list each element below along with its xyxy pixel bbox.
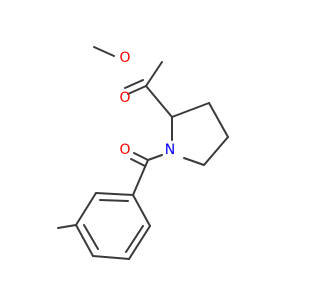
bond-n-amide xyxy=(147,154,163,161)
bond-amide-double-b xyxy=(130,158,146,167)
bond-ar-2 xyxy=(128,225,151,260)
bond-ar-5 xyxy=(75,192,97,226)
atom-label-ring-n: N xyxy=(165,142,175,158)
bond-carbonyl-c2 xyxy=(145,85,173,118)
bond-lines xyxy=(57,46,229,260)
bond-ar-inner-3 xyxy=(99,199,129,202)
molecule-structure: O O N O xyxy=(57,46,229,260)
bond-ester-double-a xyxy=(127,85,147,95)
bond-c5-n xyxy=(183,157,205,166)
bond-c4-c5 xyxy=(203,136,229,166)
atom-label-amide-o: O xyxy=(119,142,130,158)
bond-ar-4 xyxy=(75,224,94,257)
bond-ar-3 xyxy=(92,255,130,260)
bond-o-carbonyl xyxy=(145,61,163,87)
bond-amide-double-a xyxy=(133,152,149,161)
atom-label-ester-o2: O xyxy=(119,90,130,106)
bond-ar-6 xyxy=(95,192,134,196)
bond-ar-methyl xyxy=(57,224,77,229)
bond-methyl-o xyxy=(93,46,115,57)
bond-ar-1 xyxy=(132,194,151,227)
bond-ar-inner-1 xyxy=(125,225,144,253)
bond-ar-inner-2 xyxy=(83,224,99,250)
bond-amide-aryl xyxy=(132,159,149,196)
bond-c2-c3 xyxy=(171,102,210,118)
bond-c3-c4 xyxy=(208,102,229,138)
atom-labels: O O N O xyxy=(119,50,175,158)
bond-ester-double-b xyxy=(124,79,144,89)
atom-label-ester-o1: O xyxy=(119,50,130,66)
